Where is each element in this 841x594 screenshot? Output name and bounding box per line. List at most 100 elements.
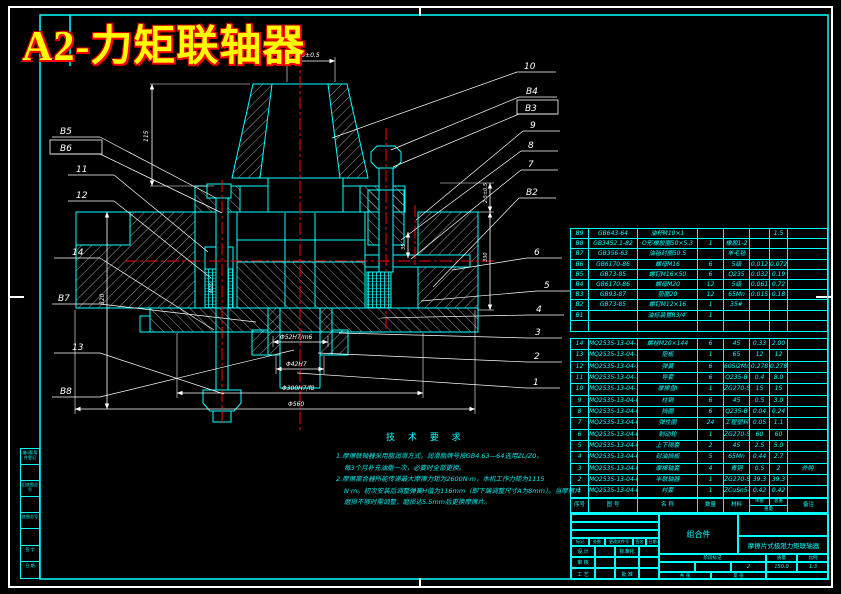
- table-cell: [724, 310, 750, 320]
- table-cell: 8.0: [770, 372, 788, 384]
- table-cell: [750, 229, 770, 239]
- label-date: 日期: [646, 538, 659, 546]
- table-cell: GB3452.1-82: [589, 239, 638, 249]
- table-cell: 45: [724, 395, 750, 406]
- balloon-9: 9: [530, 121, 536, 131]
- leader-line: [317, 352, 528, 363]
- table-cell: [788, 362, 827, 372]
- leader-line: [99, 303, 257, 323]
- table-cell: [770, 239, 788, 249]
- table-cell: 0.4: [750, 372, 770, 384]
- balloon-8: 8: [528, 141, 534, 151]
- label-standardization: 标准化: [615, 546, 639, 557]
- table-cell: 橡胶1-2: [724, 239, 750, 249]
- balloon-5: 5: [544, 281, 550, 291]
- table-cell: Q235-B: [724, 372, 750, 384]
- table-cell: 11: [571, 372, 589, 384]
- table-cell: [750, 300, 770, 310]
- table-cell: 60: [750, 429, 770, 440]
- table-cell: [788, 270, 827, 279]
- label-approve: 批 准: [615, 568, 639, 580]
- table-cell: GB356-63: [589, 249, 638, 259]
- table-cell: 0.42: [750, 486, 770, 498]
- table-cell: 1: [698, 429, 724, 440]
- leader-line: [113, 174, 209, 253]
- leader-line: [410, 169, 522, 260]
- table-cell: 0.24: [770, 406, 788, 418]
- table-cell: [788, 239, 827, 248]
- leader-line: [99, 153, 223, 214]
- label-scale: 比例: [797, 554, 829, 562]
- table-cell: 上下隔套: [638, 440, 698, 452]
- sig-cell: [639, 568, 659, 580]
- balloon-14: 14: [72, 248, 84, 258]
- table-cell: MQ2535-13-04-13: [589, 350, 638, 361]
- table-cell: 羊毛毡: [724, 249, 750, 259]
- stage-value: 2: [731, 562, 766, 572]
- table-cell: 5: [571, 440, 589, 452]
- bom-col-no: 序号: [571, 498, 589, 512]
- table-cell: [750, 310, 770, 320]
- leader-line: [338, 332, 529, 339]
- table-cell: [750, 249, 770, 259]
- balloon-11: 11: [76, 165, 87, 175]
- balloon-4: 4: [536, 305, 542, 315]
- dim-height115: 115: [143, 130, 150, 142]
- table-cell: 青铜: [724, 463, 750, 474]
- bom-col-note: 备注: [802, 502, 814, 508]
- dim-bore42: Φ42H7: [286, 361, 307, 368]
- bom-header: 序号 图 号 名 称 数量 材料 单重 总重 重量 备注: [570, 497, 828, 513]
- table-cell: 0.19: [770, 269, 788, 279]
- table-cell: [638, 320, 698, 331]
- balloon-7: 7: [528, 160, 534, 170]
- table-cell: 0.5: [750, 395, 770, 406]
- table-cell: GB93-87: [589, 290, 638, 300]
- table-cell: [788, 384, 827, 394]
- table-cell: [788, 339, 827, 349]
- coupling-section-view: [75, 83, 479, 423]
- tech-req-line: N·m。初次安装后调整弹簧H值为116mm（即下端调整尺寸A为8mm）。当摩擦片: [344, 486, 581, 495]
- table-cell: [788, 430, 827, 440]
- table-cell: MQ2535-13-04-03: [589, 463, 638, 474]
- table-cell: [788, 486, 827, 497]
- revision-row: [571, 530, 659, 538]
- balloon-B3: B3: [525, 104, 537, 114]
- table-cell: [788, 418, 827, 428]
- bom-col-qty: 数量: [698, 498, 724, 512]
- table-cell: 0.42: [770, 486, 788, 498]
- tech-req-title: 技 术 要 求: [386, 433, 466, 443]
- table-cell: 0.44: [750, 452, 770, 463]
- table-cell: [788, 373, 827, 383]
- table-cell: [788, 321, 827, 331]
- table-cell: [788, 350, 827, 360]
- balloon-10: 10: [524, 62, 536, 72]
- table-cell: 1: [698, 384, 724, 395]
- label-doc-no: 更改文件号: [605, 538, 633, 546]
- table-cell: 0.278: [750, 361, 770, 372]
- leader-line: [420, 290, 538, 302]
- table-cell: ZG270-500: [724, 429, 750, 440]
- table-cell: 5级: [724, 279, 750, 290]
- table-cell: MQ2535-13-04-14: [589, 339, 638, 350]
- table-cell: B7: [571, 249, 589, 259]
- leader-line: [392, 113, 520, 168]
- balloon-B8: B8: [60, 387, 72, 397]
- technical-requirements: 技 术 要 求 1.摩擦联轴器采用脂润滑方式，润滑脂牌号按GB4.63—64选用…: [336, 430, 581, 509]
- bottom-hub-wall: [267, 307, 281, 356]
- table-cell: 油毡封圈50.5: [638, 249, 698, 259]
- table-cell: O形橡胶圈50×5.3: [638, 239, 698, 249]
- table-cell: 0.5: [750, 463, 770, 474]
- table-cell: 5: [698, 452, 724, 463]
- balloon-box: [516, 99, 559, 115]
- label-mass: 质量: [766, 554, 797, 562]
- table-cell: 2.5: [750, 440, 770, 452]
- sheet-frame: [8, 6, 833, 588]
- table-cell: 39.3: [750, 474, 770, 486]
- table-cell: MQ2535-13-04-04: [589, 452, 638, 463]
